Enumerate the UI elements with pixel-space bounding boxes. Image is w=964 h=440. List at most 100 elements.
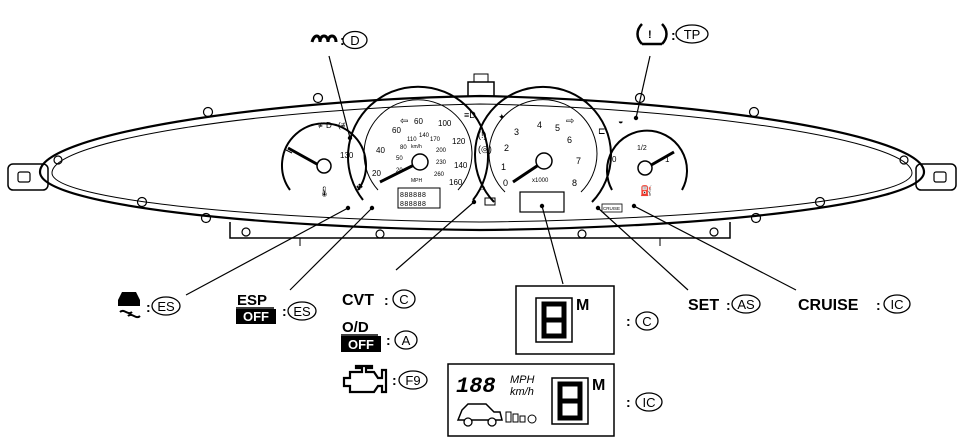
svg-text::: : (671, 27, 676, 43)
speedo-tick: 20 (372, 169, 381, 178)
tach-tick: 8 (572, 178, 577, 188)
temperature-gauge: 130 🌡 (281, 122, 367, 198)
speedo-tick: 100 (438, 119, 452, 128)
callout-set: SET : AS (688, 294, 761, 314)
tach-tick: 1 (501, 162, 506, 172)
odometer-top: 888888 (400, 192, 426, 199)
callout-check-engine: : F9 (342, 364, 428, 394)
speedo-kmh-tick: 200 (436, 148, 447, 154)
svg-text::: : (626, 394, 631, 410)
oil-pressure-icon: ◒ (618, 116, 623, 126)
tach-tick: 6 (567, 135, 572, 145)
cruise-ref-code: IC (891, 297, 904, 312)
speedo-kmh-tick: 50 (396, 156, 403, 162)
unit-mph: MPH (510, 374, 535, 386)
speedo-kmh-tick: 230 (436, 160, 447, 166)
temp-gauge-tick: 130 (340, 151, 354, 160)
seatbelt-icon: ⌂ (480, 182, 485, 192)
slip-ref-code: ES (157, 299, 175, 314)
brake-warning-icon: (!) (478, 130, 487, 140)
leader-lines (185, 55, 797, 296)
fuel-gauge: 0 1/2 1 ⛽ CRUISE (601, 129, 688, 213)
gear-display-ic: 188 MPH km/h M : IC (447, 363, 663, 437)
svg-text:!: ! (648, 29, 652, 41)
cvt-ref-code: C (399, 292, 408, 307)
tire-pressure-ref-code: TP (684, 27, 701, 42)
esp-off-label: OFF (243, 309, 269, 324)
fuel-gauge-tick: 1/2 (637, 145, 647, 152)
cvt-label: CVT (342, 292, 374, 309)
callout-cvt: CVT : C (342, 289, 416, 309)
svg-text::: : (386, 332, 391, 348)
callout-cruise: CRUISE : IC (798, 294, 911, 314)
coolant-temp-icon: 🌡 (318, 186, 331, 198)
cruise-label: CRUISE (798, 297, 859, 314)
gear-c-ref-code: C (642, 314, 651, 329)
headlight-icon: ≡D (464, 110, 476, 120)
fog-lamp-icon: ≢D (318, 121, 332, 130)
tach-tick: 0 (503, 178, 508, 188)
airbag-icon: ✦ (498, 112, 506, 122)
fuel-pump-icon: ⛽ (640, 184, 652, 197)
turn-left-icon: ⇦ (400, 116, 408, 127)
set-label: SET (688, 297, 719, 314)
svg-text::: : (626, 313, 631, 329)
gear-display-c: M : C (515, 285, 659, 355)
svg-text::: : (282, 303, 287, 319)
svg-text::: : (726, 297, 731, 313)
vehicle-slip-icon (118, 292, 141, 319)
svg-text::: : (340, 32, 345, 48)
callout-esp-off: ESP OFF : ES (236, 292, 317, 324)
speedo-kmh-tick: 80 (400, 145, 407, 151)
gear-digit-icon (535, 297, 573, 343)
leader-dots (345, 115, 639, 211)
tachometer: 0 1 2 3 4 5 6 7 8 x1000 (474, 85, 612, 213)
battery-icon (484, 197, 496, 206)
tach-tick: 4 (537, 120, 542, 130)
cluster-housing (7, 73, 957, 246)
od-label: O/D (342, 319, 369, 336)
speedo-tick: 120 (452, 137, 466, 146)
gear-ic-ref-code: IC (643, 395, 656, 410)
traction-icon: ⛖ (356, 182, 363, 192)
callout-defrost: : D (310, 30, 368, 50)
esp-label: ESP (237, 292, 267, 309)
speedo-kmh-tick: 110 (407, 137, 417, 143)
svg-text::: : (146, 299, 151, 315)
speedo-unit-mph: MPH (411, 178, 423, 184)
tach-tick: 2 (504, 143, 509, 153)
cruise-lamp: CRUISE (603, 206, 620, 211)
speedo-tick: 60 (392, 126, 401, 135)
callout-tire-pressure: ! : TP (636, 23, 709, 46)
svg-text::: : (392, 372, 397, 388)
tire-pressure-icon: ! (636, 23, 668, 46)
callout-od-off: O/D OFF : A (341, 319, 418, 352)
abs-warning-icon: (◎) (478, 144, 492, 154)
speedo-tick: 40 (376, 146, 385, 155)
turn-right-icon: ⇨ (566, 116, 574, 127)
gear-digit-icon (551, 377, 589, 425)
speed-digits: 188 (456, 374, 496, 399)
speedometer: 20 40 60 60 100 120 140 160 20 50 80 110… (347, 85, 489, 209)
warning-lamps: ≢D (≢ ⇦ ⇨ ≡D (!) (◎) ✦ ⌂ ◒ ⊏ ⛖ (318, 110, 623, 206)
svg-text::: : (384, 292, 389, 308)
door-open-icon: ⊏ (598, 126, 606, 136)
speedo-kmh-tick: 170 (430, 137, 441, 143)
callout-slip: : ES (118, 292, 181, 319)
odometer-bottom: 888888 (400, 201, 426, 208)
esp-ref-code: ES (293, 304, 311, 319)
gear-suffix-c: M (576, 297, 589, 314)
tach-tick: 5 (555, 123, 560, 133)
speedo-tick: 60 (414, 117, 423, 126)
rear-defrost-icon (310, 34, 338, 43)
set-ref-code: AS (737, 297, 755, 312)
unit-kmh: km/h (510, 386, 534, 398)
fuel-gauge-tick: 1 (665, 155, 670, 164)
check-engine-icon (342, 364, 388, 394)
rear-fog-icon: (≢ (338, 121, 349, 130)
gear-suffix-ic: M (592, 377, 605, 394)
speedo-tick: 140 (454, 161, 468, 170)
tach-unit: x1000 (532, 178, 549, 184)
car-distance-icon (456, 403, 537, 427)
